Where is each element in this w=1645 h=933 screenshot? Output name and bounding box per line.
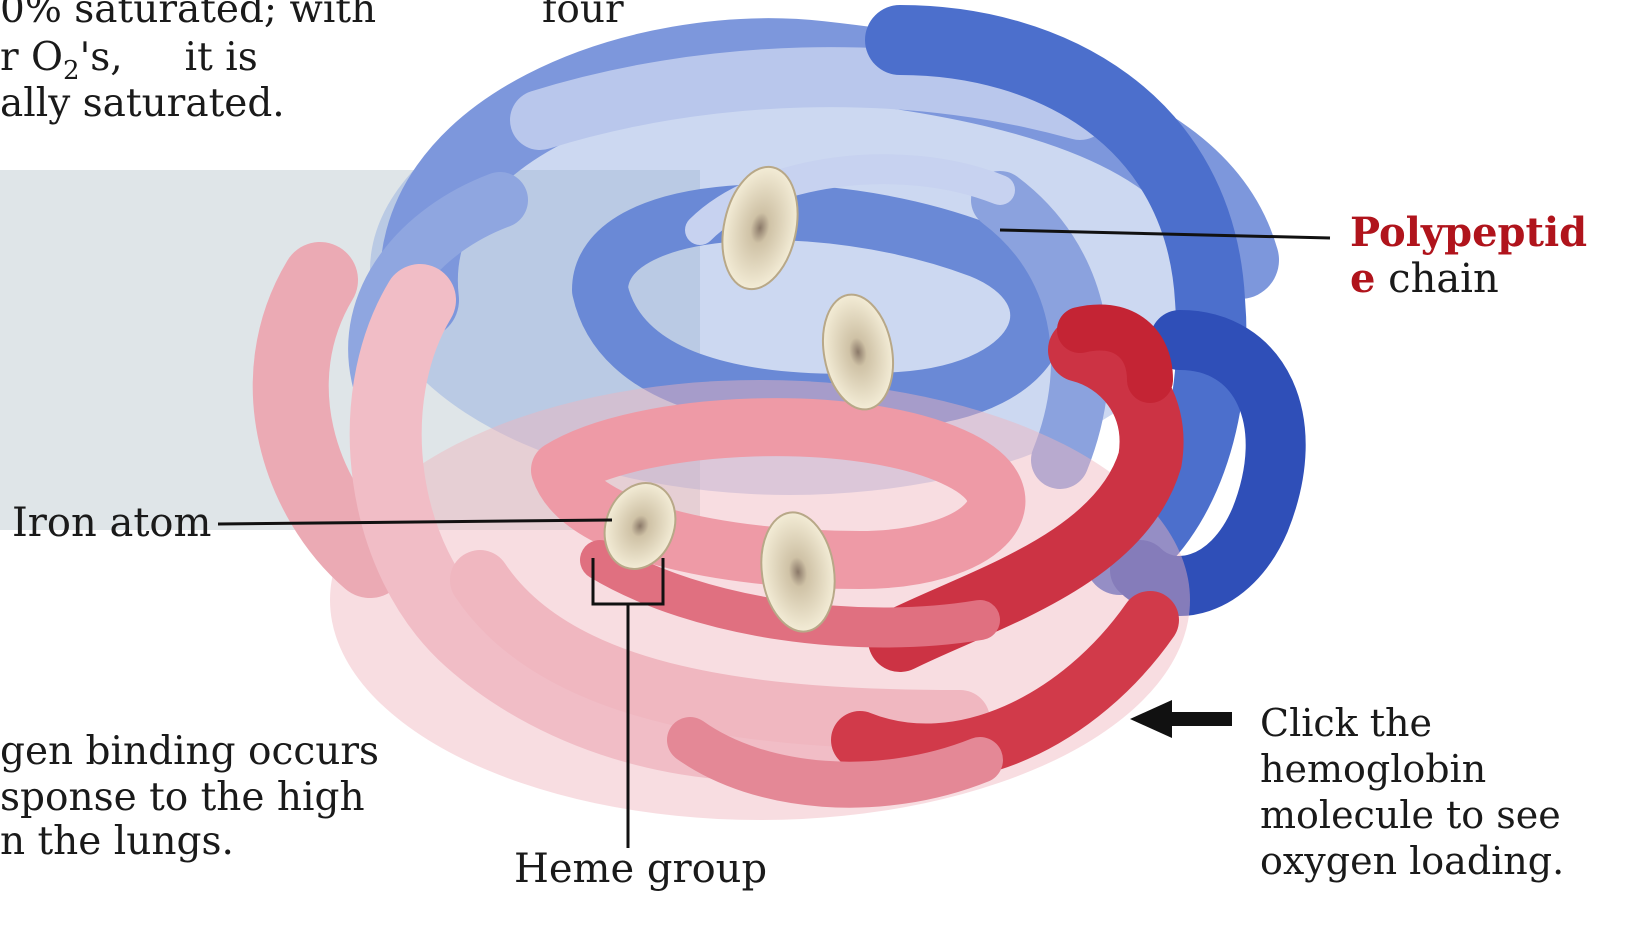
heme-group-label: Heme group <box>514 846 767 892</box>
left-arrow-icon <box>1130 700 1232 738</box>
bottom-text-line-3: n the lungs. <box>0 818 234 866</box>
polypeptide-label-rest: chain <box>1375 256 1498 302</box>
iron-atom-label: Iron atom <box>12 500 211 546</box>
polypeptide-label-bold-2: e <box>1350 255 1375 302</box>
bottom-text-line-2: sponse to the high <box>0 774 365 822</box>
instruction-line-1: Click the <box>1260 700 1564 746</box>
polypeptide-label-bold: Polypeptid <box>1350 209 1587 256</box>
instruction-line-3: molecule to see <box>1260 792 1564 838</box>
instruction-text: Click the hemoglobin molecule to see oxy… <box>1260 700 1564 884</box>
instruction-line-4: oxygen loading. <box>1260 838 1564 884</box>
instruction-line-2: hemoglobin <box>1260 746 1564 792</box>
bottom-text-line-1: gen binding occurs <box>0 728 379 776</box>
polypeptide-chain-label: Polypeptid e chain <box>1350 210 1587 302</box>
